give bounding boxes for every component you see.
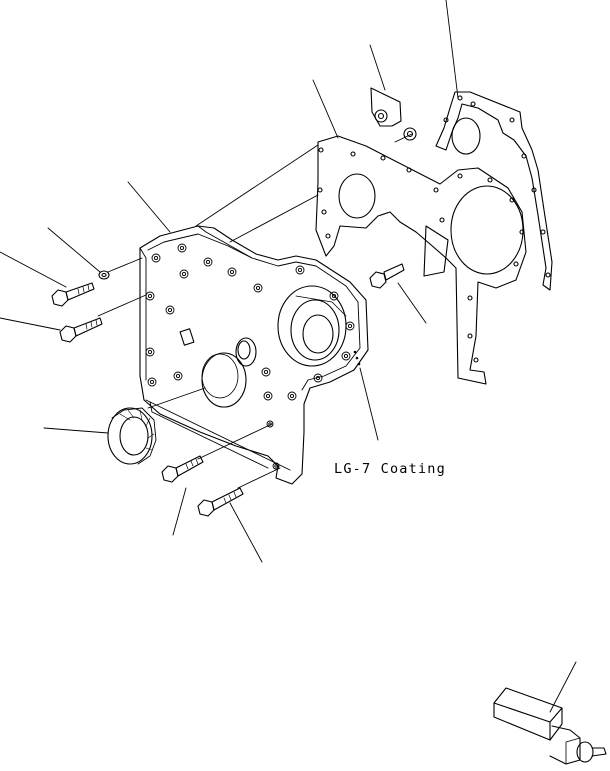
projection-lines: [97, 133, 413, 489]
front-gasket-large-opening: [450, 185, 524, 275]
leader-line-gasket-bolt: [397, 282, 427, 324]
cover-bolt-holes: [145, 243, 355, 470]
cover-boss-outer: [277, 285, 347, 367]
front-gasket-small-opening: [338, 173, 376, 219]
leader-line-bolt-upper: [0, 251, 67, 288]
oil-seal: [107, 407, 157, 465]
small-gasket-washer-b: [403, 127, 417, 141]
front-cover: [139, 225, 369, 485]
leader-lines: [0, 0, 577, 713]
cover-boss-mid: [290, 299, 340, 361]
coating-annotation: LG-7 Coating: [334, 461, 446, 477]
leader-line-bolt-lower-a: [172, 487, 187, 536]
cover-tab: [179, 328, 195, 346]
washer: [98, 270, 110, 280]
leader-line-small-gasket: [369, 44, 386, 91]
small-gasket-washer: [374, 109, 388, 123]
bolt-lower-a: [161, 455, 204, 483]
leader-line-rear-gasket: [445, 0, 459, 99]
leader-line-oil-seal: [43, 427, 109, 434]
front-gasket: [315, 135, 527, 385]
bolt-upper: [51, 282, 95, 307]
rear-gasket: [435, 91, 553, 291]
bolt-lower-b: [197, 487, 244, 517]
coating-marks: [353, 350, 361, 366]
leader-line-cover: [127, 181, 171, 233]
leader-line-bolt-lower-b: [229, 502, 263, 563]
leader-line-tool: [549, 661, 577, 713]
cover-seal-bore: [201, 352, 247, 408]
leader-line-coating: [359, 367, 379, 441]
small-gasket: [370, 87, 417, 141]
installation-tool: [493, 687, 607, 765]
leader-line-bolt-left: [0, 317, 61, 331]
leader-line-washer: [47, 227, 101, 273]
cover-boss-inner: [302, 314, 334, 354]
bolt-left: [59, 317, 103, 343]
cover-small-bore: [235, 337, 257, 367]
gasket-bolt: [369, 263, 405, 289]
leader-line-front-gasket: [312, 79, 339, 139]
